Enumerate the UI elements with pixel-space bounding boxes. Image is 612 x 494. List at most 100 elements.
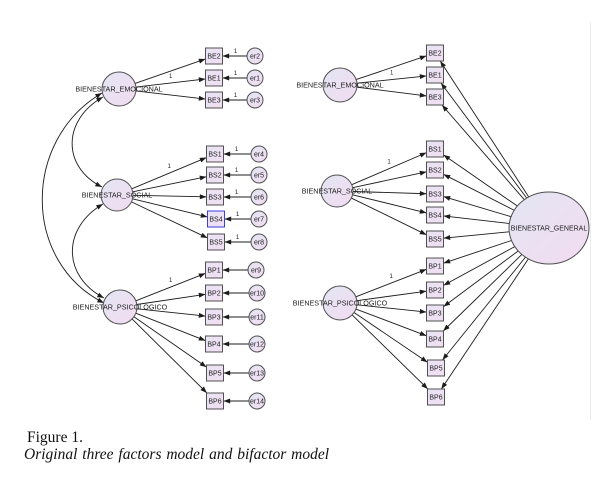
observed-variable-box	[426, 230, 444, 248]
observed-variable-label: BS4	[428, 213, 441, 220]
error-term-circle	[250, 233, 268, 251]
error-term-circle	[250, 166, 268, 184]
general-factor-label: BIENESTAR_GENERAL	[511, 226, 588, 233]
observed-variable-label: BP1	[207, 268, 220, 275]
observed-variable-label: BE3	[428, 95, 441, 102]
observed-variable-box	[205, 47, 223, 65]
factor-loading-arrow	[355, 308, 427, 337]
fixed-loading-label: 1	[169, 74, 173, 80]
factor-loading-arrow	[133, 316, 207, 368]
observed-variable-box	[426, 44, 444, 62]
observed-variable-label: BS3	[428, 192, 441, 199]
factor-loading-arrow	[134, 58, 206, 84]
factor-loading-arrow	[352, 170, 427, 189]
variables	[100, 47, 268, 410]
factor-loading-arrow	[353, 312, 428, 363]
fixed-error-path-label: 1	[234, 49, 238, 55]
observed-variable-label: BE3	[207, 98, 220, 105]
observed-variable-box	[426, 257, 444, 275]
observed-variable-label: BP6	[208, 399, 221, 406]
general-factor-loading-arrow	[443, 231, 510, 241]
error-term-label: er10	[250, 291, 264, 298]
general-factor-loading-arrow	[443, 240, 512, 264]
factor-loading-arrow	[135, 90, 206, 101]
observed-variable-label: BP3	[207, 315, 220, 322]
factor-loading-arrow	[132, 194, 207, 200]
observed-variable-box	[206, 364, 224, 382]
error-term-circle	[250, 188, 268, 206]
error-term-circle	[248, 308, 266, 326]
error-term-circle	[248, 392, 266, 410]
error-term-label: er8	[254, 240, 264, 247]
observed-variable-label: BP1	[428, 264, 441, 271]
observed-variable-label: BE1	[428, 73, 441, 80]
general-factor-loading-arrow	[440, 258, 529, 390]
fixed-error-path-label: 1	[235, 190, 239, 196]
error-term-circle	[250, 210, 268, 228]
general-factor-loading-arrow	[439, 60, 530, 198]
latent-variable-circle	[320, 174, 354, 208]
error-term-label: er7	[254, 217, 264, 224]
factor-loading-arrow	[135, 312, 206, 342]
observed-variable-label: BP4	[428, 337, 441, 344]
factor-loading-arrow	[351, 197, 427, 236]
covariance-arrow	[41, 92, 105, 304]
error-term-circle	[247, 261, 265, 279]
latent-variable-label: BIENESTAR_SOCIAL	[302, 187, 373, 196]
observed-variable-box	[205, 284, 223, 302]
latent-variable-label: BIENESTAR_PSICOLOGICO	[73, 303, 168, 312]
observed-variable-box-selected	[207, 210, 225, 228]
general-factor-loading-arrow	[443, 250, 519, 308]
observed-variable-box	[205, 261, 223, 279]
observed-variable-box	[206, 392, 224, 410]
error-term-label: er4	[254, 152, 264, 159]
observed-variable-label: BS5	[209, 240, 222, 247]
observed-variable-label: BS2	[428, 168, 441, 175]
fixed-error-path-label: 1	[236, 235, 240, 241]
latent-variable-label: BIENESTAR_EMOCIONAL	[296, 81, 383, 90]
factor-loading-arrow	[135, 272, 206, 302]
error-term-circle	[246, 69, 264, 87]
fixed-error-path-label: 1	[235, 147, 239, 153]
error-term-circle	[248, 284, 266, 302]
covariance-arrow	[71, 203, 105, 299]
latent-variable-label: BIENESTAR_SOCIAL	[82, 191, 153, 200]
general-factor-loading-arrow	[442, 254, 523, 332]
latent-variable-circle	[322, 67, 358, 103]
latent-variable-circle	[322, 285, 358, 321]
error-term-label: er9	[251, 268, 261, 275]
observed-variable-box	[426, 88, 444, 106]
observed-variable-label: BP3	[428, 311, 441, 318]
latent-variable-label: BIENESTAR_EMOCIONAL	[75, 85, 162, 94]
factor-loading-arrow	[356, 304, 427, 314]
observed-variable-box	[207, 233, 225, 251]
observed-variable-label: BP2	[428, 288, 441, 295]
general-factor-loading-arrow	[443, 214, 510, 224]
covariance-arrow	[71, 96, 104, 188]
factor-loading-arrow	[356, 74, 427, 84]
fixed-error-path-label: 1	[236, 212, 240, 218]
variables	[320, 44, 590, 406]
error-term-label: er3	[250, 98, 260, 105]
paths	[41, 53, 251, 404]
general-factor-loading-arrow	[443, 196, 512, 218]
error-term-circle	[246, 91, 264, 109]
observed-variable-box	[205, 335, 223, 353]
observed-variable-box	[426, 161, 444, 179]
fixed-error-path-label: 1	[234, 71, 238, 77]
observed-variable-label: BE2	[207, 54, 220, 61]
factor-loading-arrow	[352, 191, 427, 197]
observed-variable-box	[205, 91, 223, 109]
observed-variable-box	[427, 359, 445, 377]
error-term-label: er1	[250, 76, 260, 83]
figure-number: Figure 1.	[27, 429, 83, 446]
factor-loading-arrow	[356, 86, 427, 98]
latent-variable-circle	[100, 178, 134, 212]
factor-loading-arrow	[351, 314, 429, 390]
observed-variable-box	[427, 388, 445, 406]
